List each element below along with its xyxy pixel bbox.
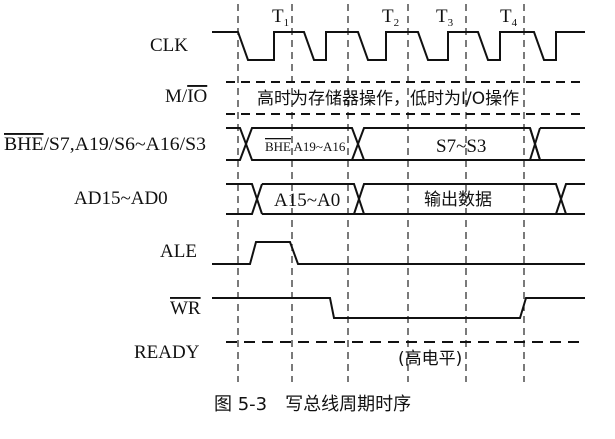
- signal-label-mio: M/IO: [165, 86, 207, 107]
- ad-tail: [555, 183, 585, 215]
- ad-bus-lower: [226, 183, 263, 215]
- ad-data-box: [353, 183, 568, 215]
- ad-bus-upper: [226, 183, 263, 215]
- bhe-segment2-label: S7~S3: [436, 136, 486, 157]
- ad-segment2-label: 输出数据: [424, 190, 492, 210]
- ale-waveform: [212, 241, 585, 265]
- signal-label-ready: READY: [134, 342, 200, 363]
- signal-label-ale: ALE: [160, 241, 197, 262]
- ad-segment1-label: A15~A0: [274, 190, 340, 211]
- state-label-t4: T4: [500, 6, 518, 29]
- figure-caption: 图 5-3 写总线周期时序: [214, 394, 411, 415]
- state-label-t3: T3: [436, 6, 454, 29]
- mio-annotation: 高时为存储器操作，低时为I/O操作: [257, 89, 519, 109]
- ready-annotation: (高电平): [398, 349, 462, 369]
- signal-label-wr: WR: [170, 298, 201, 319]
- state-label-t2: T2: [382, 6, 399, 29]
- state-label-t1: T1: [272, 6, 289, 29]
- bhe-segment1-label: BHE A19~A16: [265, 139, 346, 154]
- wr-waveform: [212, 297, 585, 319]
- signal-label-ad: AD15~AD0: [74, 188, 168, 209]
- signal-label-clk: CLK: [150, 35, 188, 56]
- signal-label-bhe: BHE/S7,A19/S6~A16/S3: [4, 134, 206, 155]
- bhe-tail: [529, 127, 585, 161]
- clk-waveform: [212, 31, 585, 61]
- bhe-tail-lower: [529, 127, 541, 161]
